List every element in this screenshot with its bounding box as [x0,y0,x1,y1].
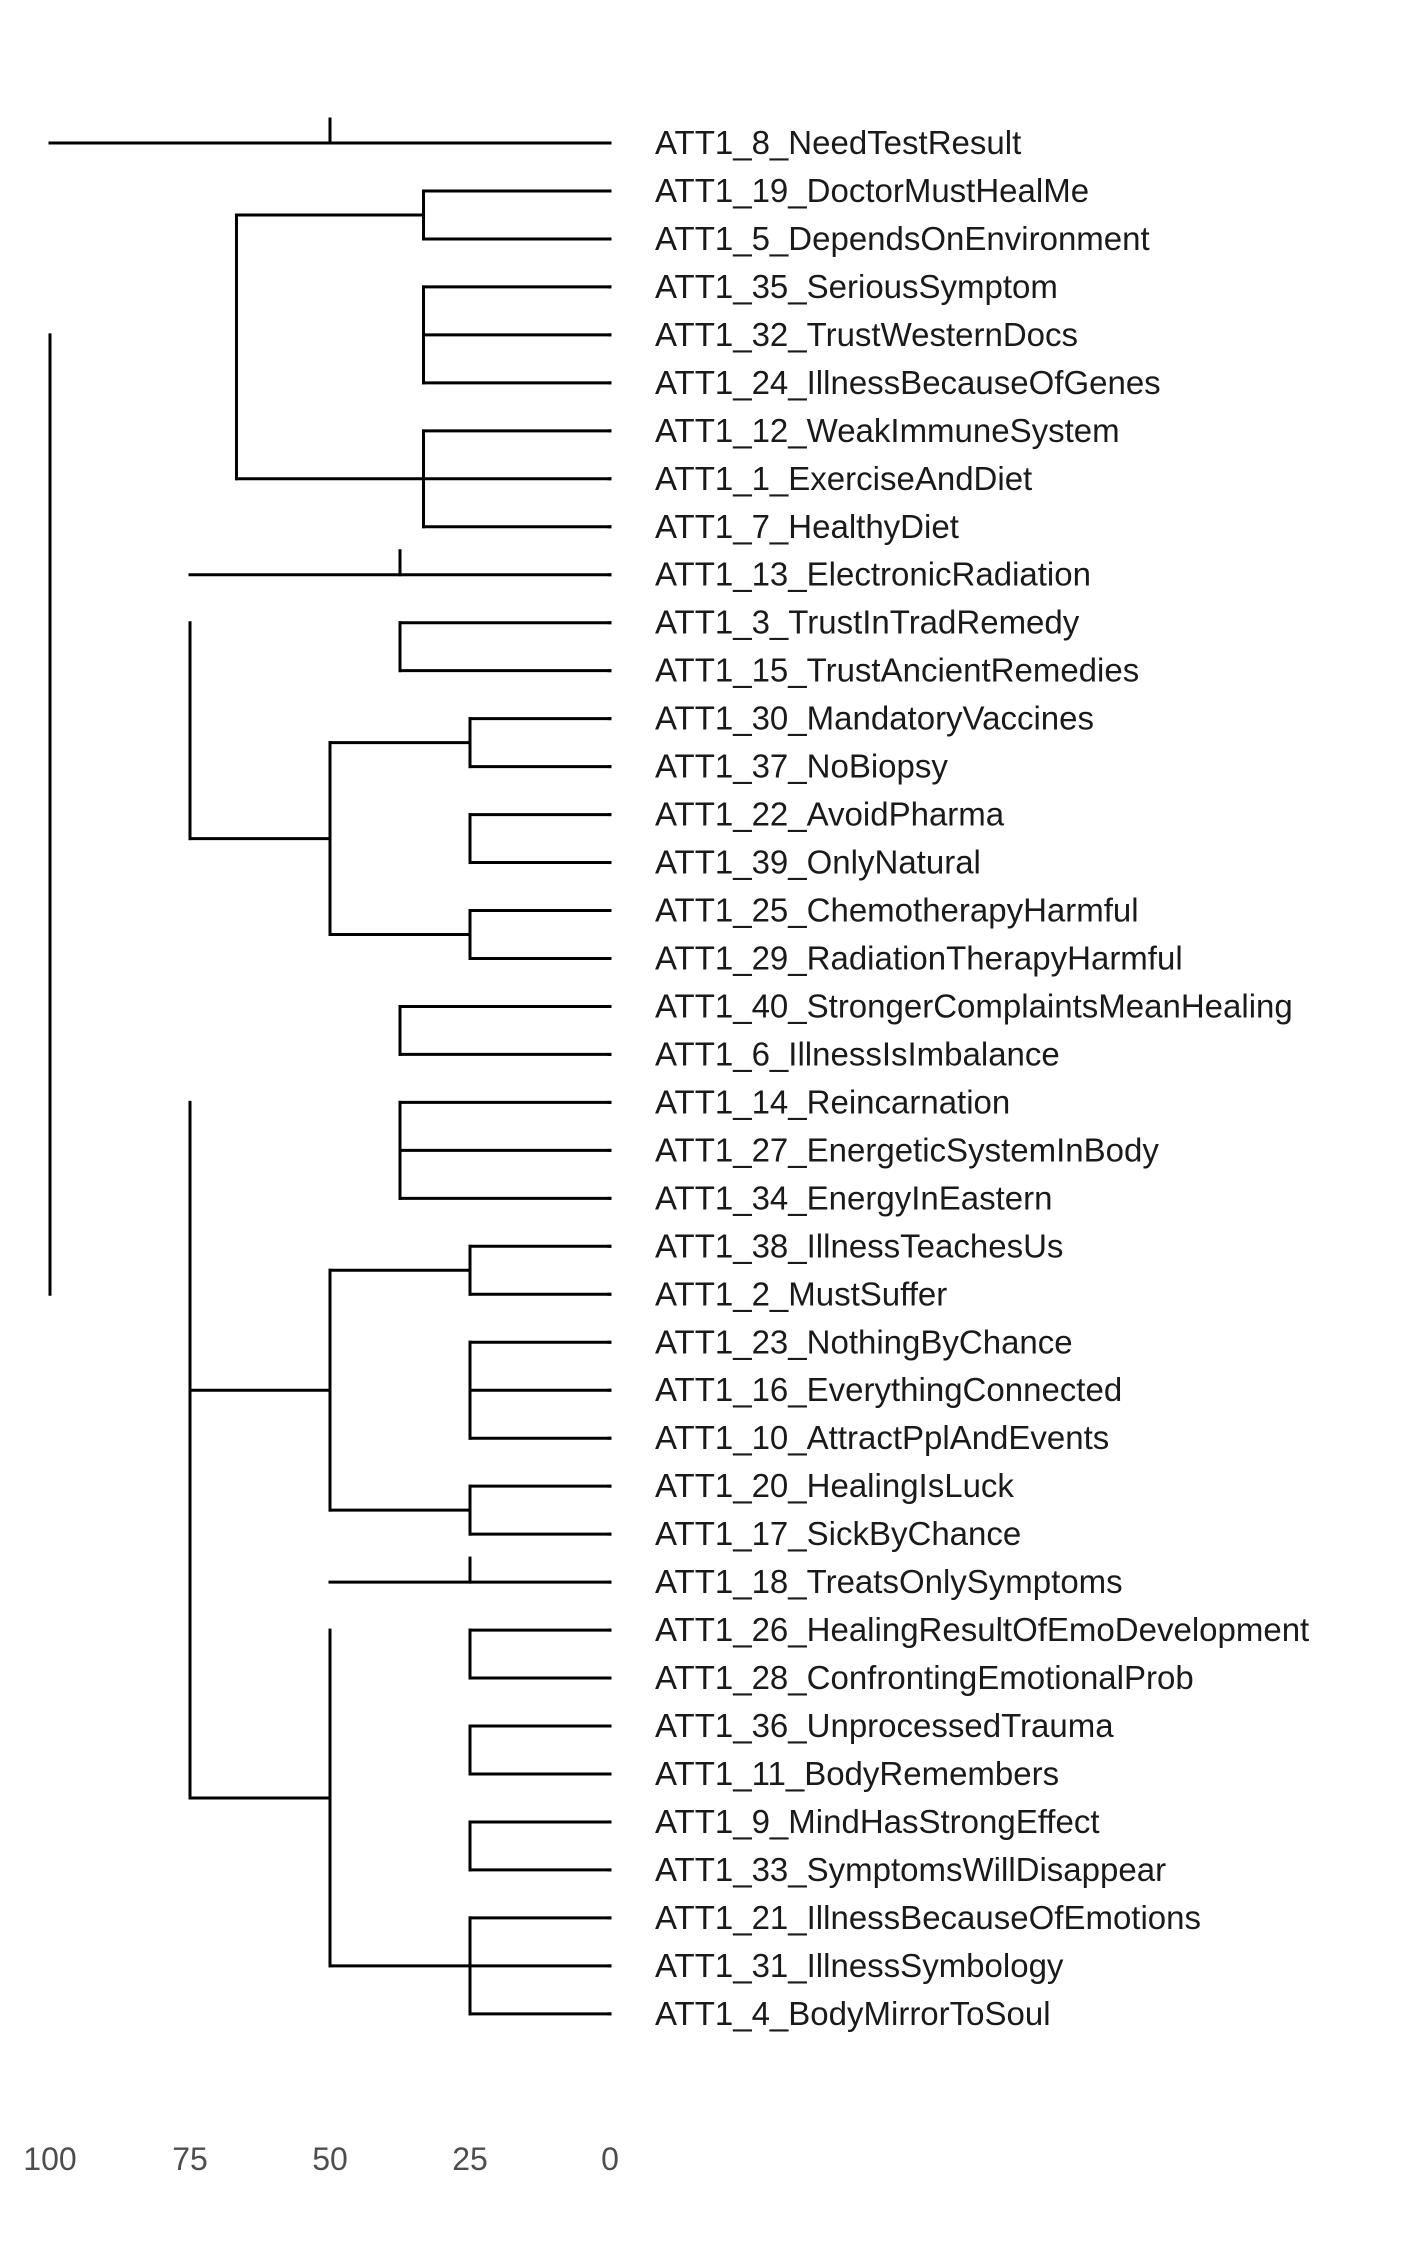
leaf-label: ATT1_22_AvoidPharma [655,796,1005,833]
leaf-label: ATT1_11_BodyRemembers [655,1755,1059,1792]
leaf-label: ATT1_19_DoctorMustHealMe [655,172,1089,209]
leaf-label: ATT1_8_NeedTestResult [655,124,1021,161]
leaf-label: ATT1_18_TreatsOnlySymptoms [655,1563,1123,1600]
leaf-label: ATT1_10_AttractPplAndEvents [655,1419,1109,1456]
leaf-label: ATT1_14_Reincarnation [655,1083,1010,1120]
leaf-label: ATT1_15_TrustAncientRemedies [655,652,1139,689]
leaf-label: ATT1_5_DependsOnEnvironment [655,220,1150,257]
leaf-label: ATT1_33_SymptomsWillDisappear [655,1851,1166,1888]
leaf-label: ATT1_32_TrustWesternDocs [655,316,1078,353]
x-tick-label: 100 [23,2141,76,2177]
x-tick-label: 25 [452,2141,488,2177]
leaf-label: ATT1_25_ChemotherapyHarmful [655,892,1139,929]
leaf-label: ATT1_1_ExerciseAndDiet [655,460,1032,497]
leaf-label: ATT1_7_HealthyDiet [655,508,959,545]
leaf-label: ATT1_26_HealingResultOfEmoDevelopment [655,1611,1309,1648]
leaf-label: ATT1_3_TrustInTradRemedy [655,604,1080,641]
x-tick-label: 50 [312,2141,348,2177]
leaf-label: ATT1_35_SeriousSymptom [655,268,1058,305]
leaf-label: ATT1_29_RadiationTherapyHarmful [655,939,1183,976]
leaf-label: ATT1_31_IllnessSymbology [655,1947,1064,1984]
leaf-label: ATT1_40_StrongerComplaintsMeanHealing [655,987,1293,1024]
leaf-label: ATT1_4_BodyMirrorToSoul [655,1995,1051,2032]
leaf-label: ATT1_37_NoBiopsy [655,748,948,785]
leaf-label: ATT1_23_NothingByChance [655,1323,1073,1360]
leaf-label: ATT1_21_IllnessBecauseOfEmotions [655,1899,1201,1936]
leaf-label: ATT1_28_ConfrontingEmotionalProb [655,1659,1194,1696]
leaf-label: ATT1_17_SickByChance [655,1515,1021,1552]
leaf-label: ATT1_39_OnlyNatural [655,844,981,881]
leaf-label: ATT1_38_IllnessTeachesUs [655,1227,1063,1264]
leaf-label: ATT1_13_ElectronicRadiation [655,556,1091,593]
leaf-label: ATT1_12_WeakImmuneSystem [655,412,1120,449]
leaf-label: ATT1_27_EnergeticSystemInBody [655,1131,1159,1168]
leaf-label: ATT1_20_HealingIsLuck [655,1467,1014,1504]
leaf-label: ATT1_36_UnprocessedTrauma [655,1707,1114,1744]
leaf-label: ATT1_30_MandatoryVaccines [655,700,1094,737]
x-tick-label: 75 [172,2141,208,2177]
leaf-label: ATT1_34_EnergyInEastern [655,1179,1052,1216]
leaf-label: ATT1_6_IllnessIsImbalance [655,1035,1060,1072]
leaf-label: ATT1_16_EverythingConnected [655,1371,1122,1408]
leaf-label: ATT1_24_IllnessBecauseOfGenes [655,364,1161,401]
leaf-label: ATT1_2_MustSuffer [655,1275,947,1312]
leaf-label: ATT1_9_MindHasStrongEffect [655,1803,1100,1840]
x-tick-label: 0 [601,2141,619,2177]
